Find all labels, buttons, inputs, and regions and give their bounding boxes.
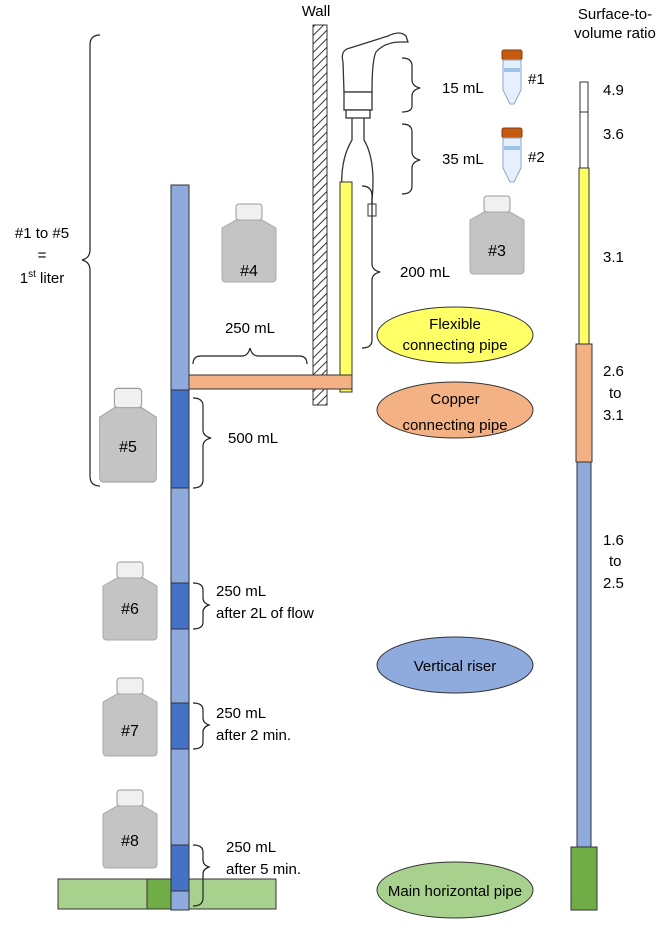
legend-main: Main horizontal pipe (376, 861, 534, 919)
main-horizontal-pipe (57, 878, 277, 910)
volume-s7-line1: 250 mL (216, 705, 266, 722)
bracket-500ml (192, 397, 212, 489)
first-liter-suffix: liter (36, 270, 64, 287)
first-liter-range: #1 to #5 (15, 225, 69, 242)
bottle-3: #3 (469, 195, 525, 275)
volume-flexible: 200 mL (400, 264, 450, 281)
bottle-6: #6 (102, 561, 158, 641)
bottle-4: #4 (221, 203, 277, 283)
ratio-title-line1: Surface-to- (578, 6, 652, 23)
volume-s8-line1: 250 mL (226, 839, 276, 856)
bracket-250ml-copper (192, 347, 308, 365)
bracket-35ml (401, 123, 421, 195)
bottle-3-label: #3 (488, 243, 506, 260)
bracket-s6 (192, 582, 211, 630)
bracket-first-liter (81, 34, 101, 487)
volume-copper: 250 mL (225, 320, 275, 337)
bottle-8-label: #8 (121, 833, 139, 850)
volume-s6-line2: after 2L of flow (216, 605, 314, 622)
legend-copper: Copper connecting pipe (376, 381, 534, 439)
bottle-5-label: #5 (119, 439, 137, 456)
ratio-segment-tube1 (579, 81, 589, 113)
bottle-7-label: #7 (121, 723, 139, 740)
ratio-segment-copper (575, 343, 593, 463)
volume-35ml: 35 mL (442, 151, 484, 168)
volume-s6-line1: 250 mL (216, 583, 266, 600)
volume-15ml: 15 mL (442, 80, 484, 97)
tube-2: #2 (501, 127, 545, 183)
legend-riser-label: Vertical riser (414, 658, 497, 675)
riser-sample-5 (170, 389, 190, 489)
vertical-riser (170, 184, 190, 911)
wall: Wall (302, 3, 331, 406)
bottle-5 (99, 387, 157, 483)
tube-2-label: #2 (528, 149, 545, 166)
volume-s7-line2: after 2 min. (216, 727, 291, 744)
ratio-tube2: 3.6 (603, 126, 624, 143)
legend-main-label: Main horizontal pipe (388, 883, 522, 900)
legend-flexible-line2: connecting pipe (402, 337, 507, 354)
bottle-6-label: #6 (121, 601, 139, 618)
riser-sample-7 (170, 702, 190, 750)
first-liter-equals: = (38, 247, 47, 264)
ratio-segment-riser (576, 461, 592, 848)
legend-copper-line2: connecting pipe (402, 417, 507, 434)
ratio-title-line2: volume ratio (574, 25, 656, 42)
first-liter-prefix: 1 (20, 270, 28, 287)
ratio-riser-line2: to (609, 553, 622, 570)
first-liter-sup: st (28, 269, 36, 280)
svg-text:1st liter: 1st liter (20, 269, 64, 287)
ratio-copper-line1: 2.6 (603, 363, 624, 380)
ratio-segment-main (570, 846, 598, 911)
ratio-segment-flexible (578, 167, 590, 345)
tube-1-label: #1 (528, 71, 545, 88)
bracket-200ml (361, 185, 381, 349)
volume-labels: 15 mL 35 mL 200 mL 250 mL 500 mL 250 mL … (216, 80, 484, 878)
ratio-bar (570, 81, 598, 911)
ratio-flexible: 3.1 (603, 249, 624, 266)
flexible-connecting-pipe (339, 181, 353, 393)
bottle-4-label: #4 (240, 263, 258, 280)
ratio-riser-line1: 1.6 (603, 532, 624, 549)
tube-1: #1 (501, 49, 545, 105)
bottle-8: #8 (102, 789, 158, 869)
riser-sample-8 (170, 844, 190, 892)
volume-riser-first: 500 mL (228, 430, 278, 447)
bracket-s7 (192, 702, 211, 750)
ratio-copper-line2: to (609, 385, 622, 402)
ratio-segment-tube2 (579, 111, 589, 169)
volume-s8-line2: after 5 min. (226, 861, 301, 878)
ratio-tube1: 4.9 (603, 82, 624, 99)
legend-flexible-line1: Flexible (429, 316, 481, 333)
bracket-s8 (192, 844, 211, 907)
legend-riser: Vertical riser (376, 636, 534, 694)
legend-flexible: Flexible connecting pipe (376, 306, 534, 364)
ratio-copper-line3: 3.1 (603, 407, 624, 424)
legend-copper-line1: Copper (430, 391, 479, 408)
wall-label: Wall (302, 3, 331, 20)
first-liter-label: #1 to #5 = 1st liter (15, 225, 69, 287)
riser-sample-6 (170, 582, 190, 630)
copper-connecting-pipe (186, 374, 353, 390)
ratio-riser-line3: 2.5 (603, 575, 624, 592)
bracket-15ml (401, 57, 421, 113)
bottle-7: #7 (102, 677, 158, 757)
ratio-labels: Surface-to- volume ratio 4.9 3.6 3.1 2.6… (574, 6, 656, 592)
brackets (81, 34, 421, 907)
